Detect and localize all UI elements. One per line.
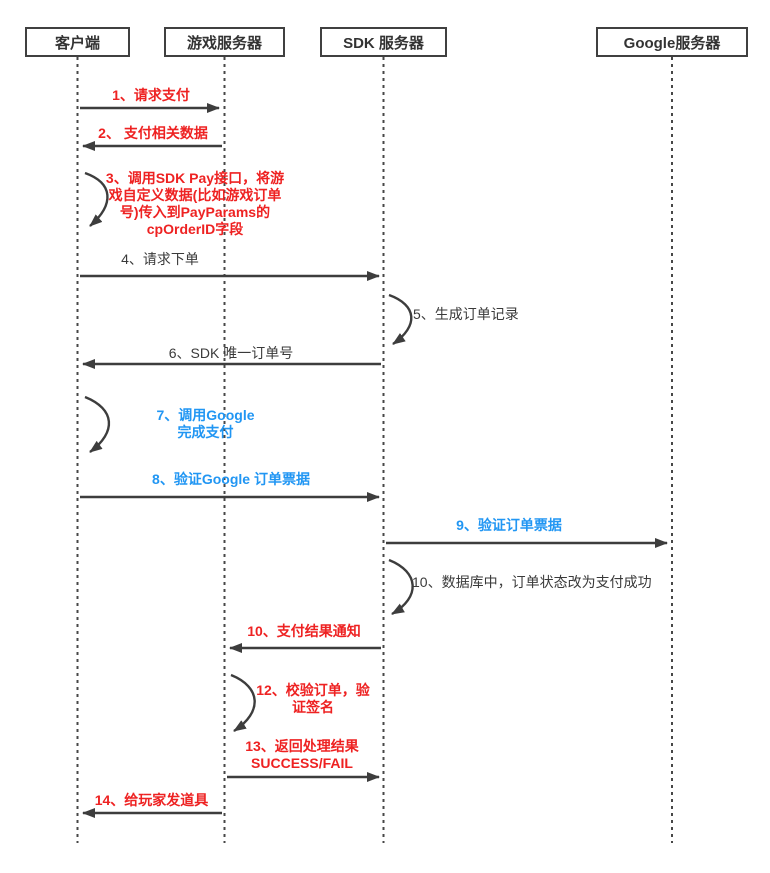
message-label-3: 3、调用SDK Pay接口，将游 戏自定义数据(比如游戏订单 号)传入到PayP…	[90, 170, 300, 238]
message-label-12-line-1: 12、校验订单，验	[256, 682, 370, 698]
actor-box-game-server: 游戏服务器	[164, 27, 285, 57]
self-loop-msg-5	[388, 293, 413, 345]
message-label-7-line-1: 7、调用Google	[156, 407, 255, 423]
message-label-3-line-4: cpOrderID字段	[146, 221, 244, 237]
message-label-10b: 10、支付结果通知	[247, 623, 361, 639]
self-loop-msg-7	[84, 395, 111, 453]
actor-label-sdk-server: SDK 服务器	[343, 34, 424, 52]
actor-label-google-server: Google服务器	[623, 34, 721, 52]
actor-label-client: 客户端	[54, 34, 100, 52]
message-label-13-line-1: 13、返回处理结果	[245, 738, 359, 754]
message-label-12: 12、校验订单，验 证签名	[252, 682, 374, 716]
message-label-2: 2、 支付相关数据	[98, 125, 208, 141]
message-label-9: 9、验证订单票据	[456, 517, 562, 533]
message-label-1: 1、请求支付	[112, 87, 190, 103]
message-label-6: 6、SDK 唯一订单号	[168, 345, 294, 361]
actor-label-game-server: 游戏服务器	[186, 34, 262, 52]
message-label-14: 14、给玩家发道具	[94, 792, 209, 808]
message-label-7: 7、调用Google 完成支付	[143, 407, 268, 441]
message-label-4: 4、请求下单	[121, 251, 199, 267]
message-label-3-line-1: 3、调用SDK Pay接口，将游	[105, 170, 285, 186]
message-label-5: 5、生成订单记录	[413, 306, 519, 322]
message-label-13-line-2: SUCCESS/FAIL	[251, 755, 353, 771]
message-label-3-line-2: 戏自定义数据(比如游戏订单	[108, 187, 282, 203]
message-label-10a: 10、数据库中，订单状态改为支付成功	[412, 574, 652, 590]
actor-box-sdk-server: SDK 服务器	[320, 27, 447, 57]
message-label-7-line-2: 完成支付	[177, 424, 234, 440]
message-label-3-line-3: 号)传入到PayParams的	[119, 204, 271, 220]
actor-box-client: 客户端	[25, 27, 130, 57]
message-label-13: 13、返回处理结果 SUCCESS/FAIL	[229, 738, 375, 772]
actor-box-google-server: Google服务器	[596, 27, 748, 57]
message-label-12-line-2: 证签名	[292, 699, 334, 715]
self-loop-msg-10a	[388, 558, 414, 616]
message-label-8: 8、验证Google 订单票据	[152, 471, 310, 487]
